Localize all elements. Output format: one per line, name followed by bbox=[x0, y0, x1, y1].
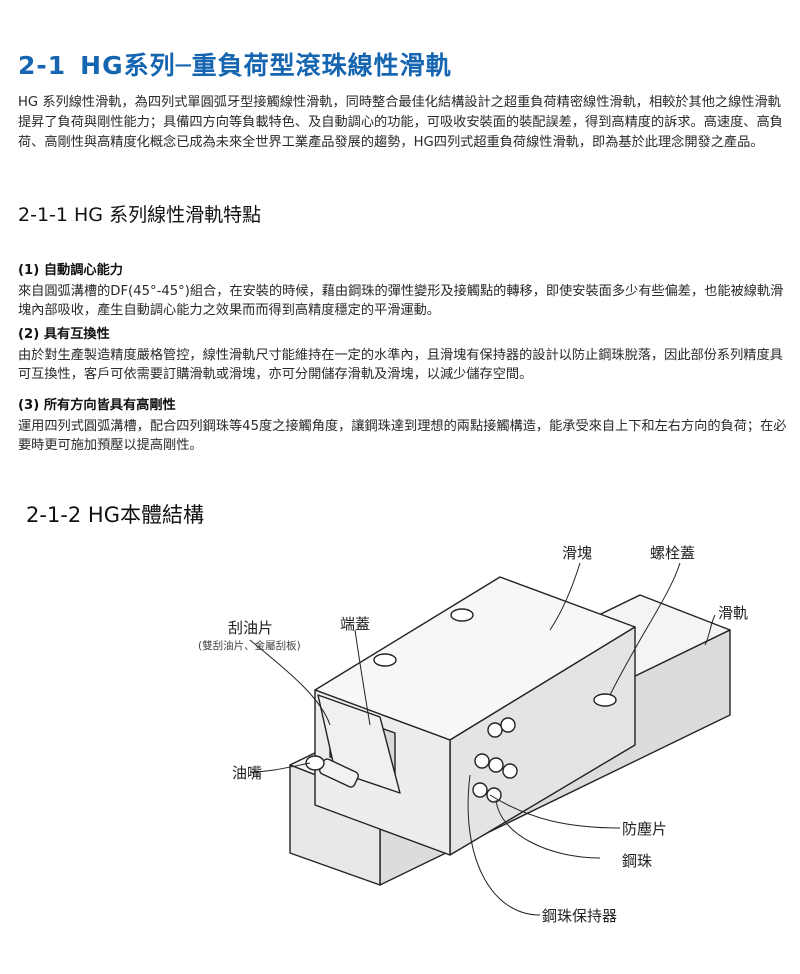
title-number: 2-1 bbox=[18, 51, 67, 80]
steel-ball bbox=[472, 782, 488, 798]
leader-scraper bbox=[249, 639, 331, 726]
label-bolt-cap: 螺栓蓋 bbox=[650, 544, 696, 562]
leader-end-cap bbox=[354, 629, 371, 726]
feature-body: 由於對生產製造精度嚴格管控，線性滑軌尺寸能維持在一定的水準內，且滑塊有保持器的設… bbox=[18, 348, 783, 382]
steel-ball bbox=[487, 722, 503, 738]
feature-heading: (1) 自動調心能力 bbox=[18, 263, 123, 278]
leader-dust-plate bbox=[489, 794, 621, 829]
steel-ball bbox=[502, 763, 518, 779]
leader-retainer bbox=[467, 774, 541, 916]
structure-diagram: 滑塊 螺栓蓋 滑軌 刮油片 (雙刮油片、金屬刮板) 端蓋 油嘴 防塵片 鋼珠 鋼… bbox=[170, 535, 800, 965]
feature-interchangeability: (2) 具有互換性 由於對生產製造精度嚴格管控，線性滑軌尺寸能維持在一定的水準內… bbox=[18, 325, 788, 384]
label-grease-nipple: 油嘴 bbox=[232, 764, 263, 782]
grease-nipple-tip bbox=[305, 755, 325, 771]
label-retainer: 鋼珠保持器 bbox=[542, 907, 618, 925]
section-heading-structure: 2-1-2 HG本體結構 bbox=[26, 503, 204, 527]
label-block: 滑塊 bbox=[562, 544, 593, 562]
label-ball: 鋼珠 bbox=[622, 852, 653, 870]
title-text: HG系列─重負荷型滾珠線性滑軌 bbox=[80, 51, 452, 80]
linear-guide-illustration bbox=[249, 562, 731, 916]
intro-paragraph: HG 系列線性滑軌，為四列式單圓弧牙型接觸線性滑軌，同時整合最佳化結構設計之超重… bbox=[18, 95, 783, 150]
feature-body: 運用四列式圓弧溝槽，配合四列鋼珠等45度之接觸角度，讓鋼珠達到理想的兩點接觸構造… bbox=[18, 419, 787, 453]
label-rail: 滑軌 bbox=[718, 604, 749, 622]
steel-ball bbox=[474, 753, 490, 769]
leader-grease-nipple bbox=[249, 762, 311, 773]
feature-rigidity: (3) 所有方向皆具有高剛性 運用四列式圓弧溝槽，配合四列鋼珠等45度之接觸角度… bbox=[18, 396, 788, 455]
feature-heading: (2) 具有互換性 bbox=[18, 327, 110, 342]
label-end-cap: 端蓋 bbox=[340, 615, 371, 633]
page-title: 2-1 HG系列─重負荷型滾珠線性滑軌 bbox=[18, 46, 452, 82]
steel-ball bbox=[488, 757, 504, 773]
label-dust-plate: 防塵片 bbox=[622, 820, 668, 838]
bolt-hole bbox=[593, 693, 617, 707]
feature-self-aligning: (1) 自動調心能力 來自圓弧溝槽的DF(45°-45°)組合，在安裝的時候，藉… bbox=[18, 261, 788, 320]
feature-heading: (3) 所有方向皆具有高剛性 bbox=[18, 398, 176, 413]
leader-block bbox=[549, 562, 581, 631]
section-heading-features: 2-1-1 HG 系列線性滑軌特點 bbox=[18, 204, 262, 226]
leader-bolt-cap bbox=[609, 562, 681, 696]
label-scraper: 刮油片 bbox=[228, 619, 274, 637]
steel-ball bbox=[486, 787, 502, 803]
bolt-hole bbox=[373, 653, 397, 667]
leader-rail bbox=[704, 614, 716, 646]
feature-body: 來自圓弧溝槽的DF(45°-45°)組合，在安裝的時候，藉由鋼珠的彈性變形及接觸… bbox=[18, 284, 784, 318]
leader-ball bbox=[495, 799, 601, 859]
steel-ball bbox=[500, 717, 516, 733]
bolt-hole bbox=[450, 608, 474, 622]
label-scraper-note: (雙刮油片、金屬刮板) bbox=[198, 640, 301, 652]
